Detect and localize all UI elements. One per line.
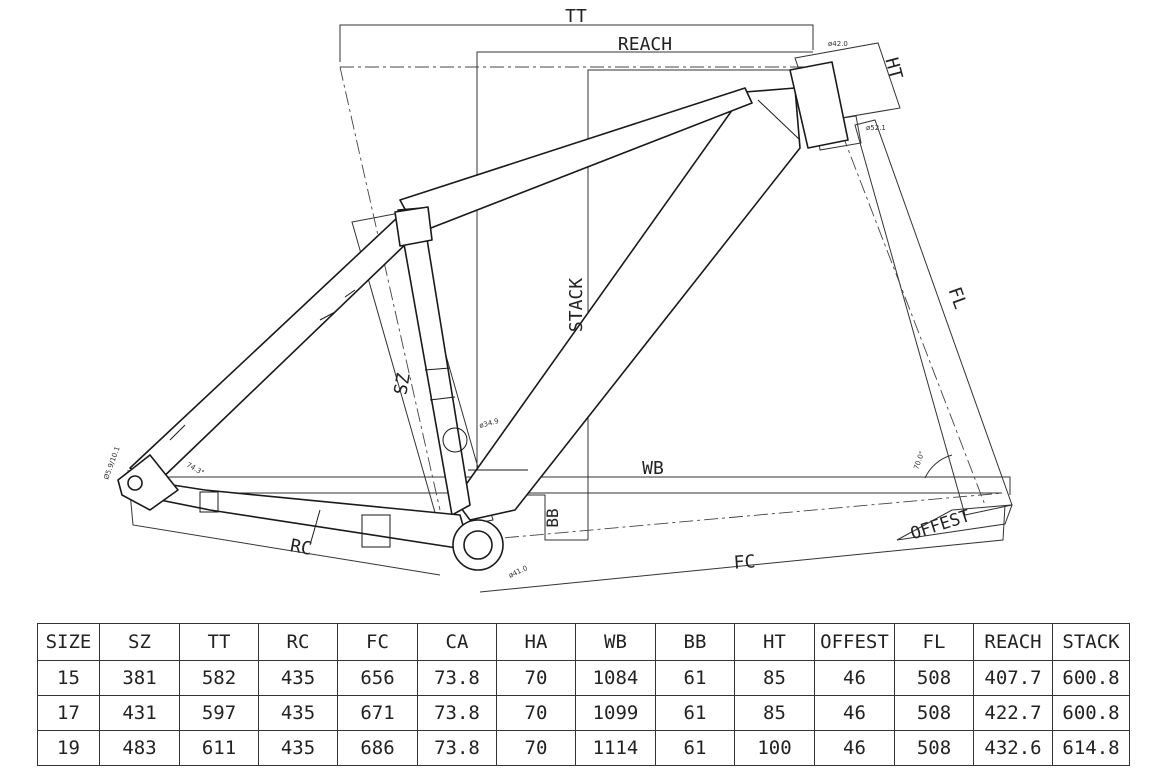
table-cell: 600.8 — [1052, 695, 1130, 731]
table-cell: 483 — [99, 730, 180, 766]
table-cell: 73.8 — [417, 730, 497, 766]
column-header-sz: SZ — [99, 623, 180, 661]
seat-cluster — [394, 206, 433, 247]
table-cell: 422.7 — [973, 695, 1053, 731]
bottom-bracket-bore — [463, 530, 493, 560]
table-cell: 1114 — [575, 730, 656, 766]
column-header-bb: BB — [655, 623, 735, 661]
table-cell: 19 — [37, 730, 100, 766]
table-cell: 73.8 — [417, 660, 497, 696]
table-cell: 73.8 — [417, 695, 497, 731]
frame-details — [169, 99, 801, 548]
rc-label: RC — [288, 535, 313, 559]
table-cell: 85 — [734, 660, 815, 696]
table-cell: 508 — [894, 660, 974, 696]
table-cell: 85 — [734, 695, 815, 731]
table-cell: 61 — [655, 695, 735, 731]
table-cell: 61 — [655, 660, 735, 696]
headtube-top-diameter: ø42.0 — [828, 40, 848, 48]
table-cell: 435 — [258, 660, 338, 696]
table-cell: 46 — [814, 695, 895, 731]
column-header-rc: RC — [258, 623, 338, 661]
column-header-fc: FC — [337, 623, 418, 661]
column-header-size: SIZE — [37, 623, 100, 661]
table-cell: 431 — [99, 695, 180, 731]
rear-axle — [127, 475, 143, 491]
stack-label: STACK — [566, 278, 587, 332]
table-cell: 381 — [99, 660, 180, 696]
table-cell: 671 — [337, 695, 418, 731]
table-cell: 597 — [179, 695, 259, 731]
reach-label: REACH — [618, 34, 672, 55]
table-cell: 582 — [179, 660, 259, 696]
seat-tube — [397, 207, 471, 516]
table-cell: 70 — [496, 695, 576, 731]
head-tube — [789, 61, 849, 149]
table-cell: 435 — [258, 730, 338, 766]
column-header-ca: CA — [417, 623, 497, 661]
table-cell: 407.7 — [973, 660, 1053, 696]
table-cell: 614.8 — [1052, 730, 1130, 766]
bb-label: BB — [543, 508, 562, 527]
column-header-reach: REACH — [973, 623, 1053, 661]
bike-frame — [117, 61, 849, 571]
table-cell: 508 — [894, 695, 974, 731]
column-header-fl: FL — [894, 623, 974, 661]
table-cell: 100 — [734, 730, 815, 766]
table-cell: 435 — [258, 695, 338, 731]
column-header-offest: OFFEST — [814, 623, 895, 661]
table-cell: 1084 — [575, 660, 656, 696]
table-cell: 432.6 — [973, 730, 1053, 766]
column-header-ht: HT — [734, 623, 815, 661]
sz-label: SZ — [390, 371, 414, 396]
ht-label: HT — [880, 55, 906, 82]
table-cell: 17 — [37, 695, 100, 731]
wb-label: WB — [642, 458, 664, 479]
down-tube — [454, 87, 801, 521]
table-cell: 600.8 — [1052, 660, 1130, 696]
table-cell: 46 — [814, 660, 895, 696]
table-cell: 70 — [496, 660, 576, 696]
table-cell: 46 — [814, 730, 895, 766]
table-cell: 686 — [337, 730, 418, 766]
rear-axle-spec: Ø5.9/10.1 — [102, 445, 121, 480]
table-cell: 611 — [179, 730, 259, 766]
table-cell: 15 — [37, 660, 100, 696]
head-angle-value: 70.0° — [912, 450, 926, 471]
tt-label: TT — [565, 6, 587, 27]
column-header-tt: TT — [179, 623, 259, 661]
column-header-stack: STACK — [1052, 623, 1130, 661]
offset-label: OFFEST — [908, 506, 973, 544]
table-cell: 508 — [894, 730, 974, 766]
table-cell: 1099 — [575, 695, 656, 731]
table-cell: 656 — [337, 660, 418, 696]
fl-label: FL — [944, 284, 971, 312]
seat-stay — [129, 216, 411, 486]
seatpost-diameter: ø34.9 — [478, 417, 499, 430]
head-angle-arc — [924, 454, 953, 479]
column-header-wb: WB — [575, 623, 656, 661]
dropout-angle: 74.3° — [185, 461, 206, 477]
table-cell: 61 — [655, 730, 735, 766]
rear-dropout — [117, 454, 179, 511]
table-cell: 70 — [496, 730, 576, 766]
fc-label: FC — [733, 551, 756, 573]
column-header-ha: HA — [496, 623, 576, 661]
bb-diameter: ø41.0 — [507, 564, 528, 580]
headtube-bottom-diameter: ø52.1 — [866, 124, 886, 132]
bike-frame-geometry-diagram: TT REACH HT STACK SZ FL WB BB RC FC OFFE… — [102, 6, 1013, 593]
